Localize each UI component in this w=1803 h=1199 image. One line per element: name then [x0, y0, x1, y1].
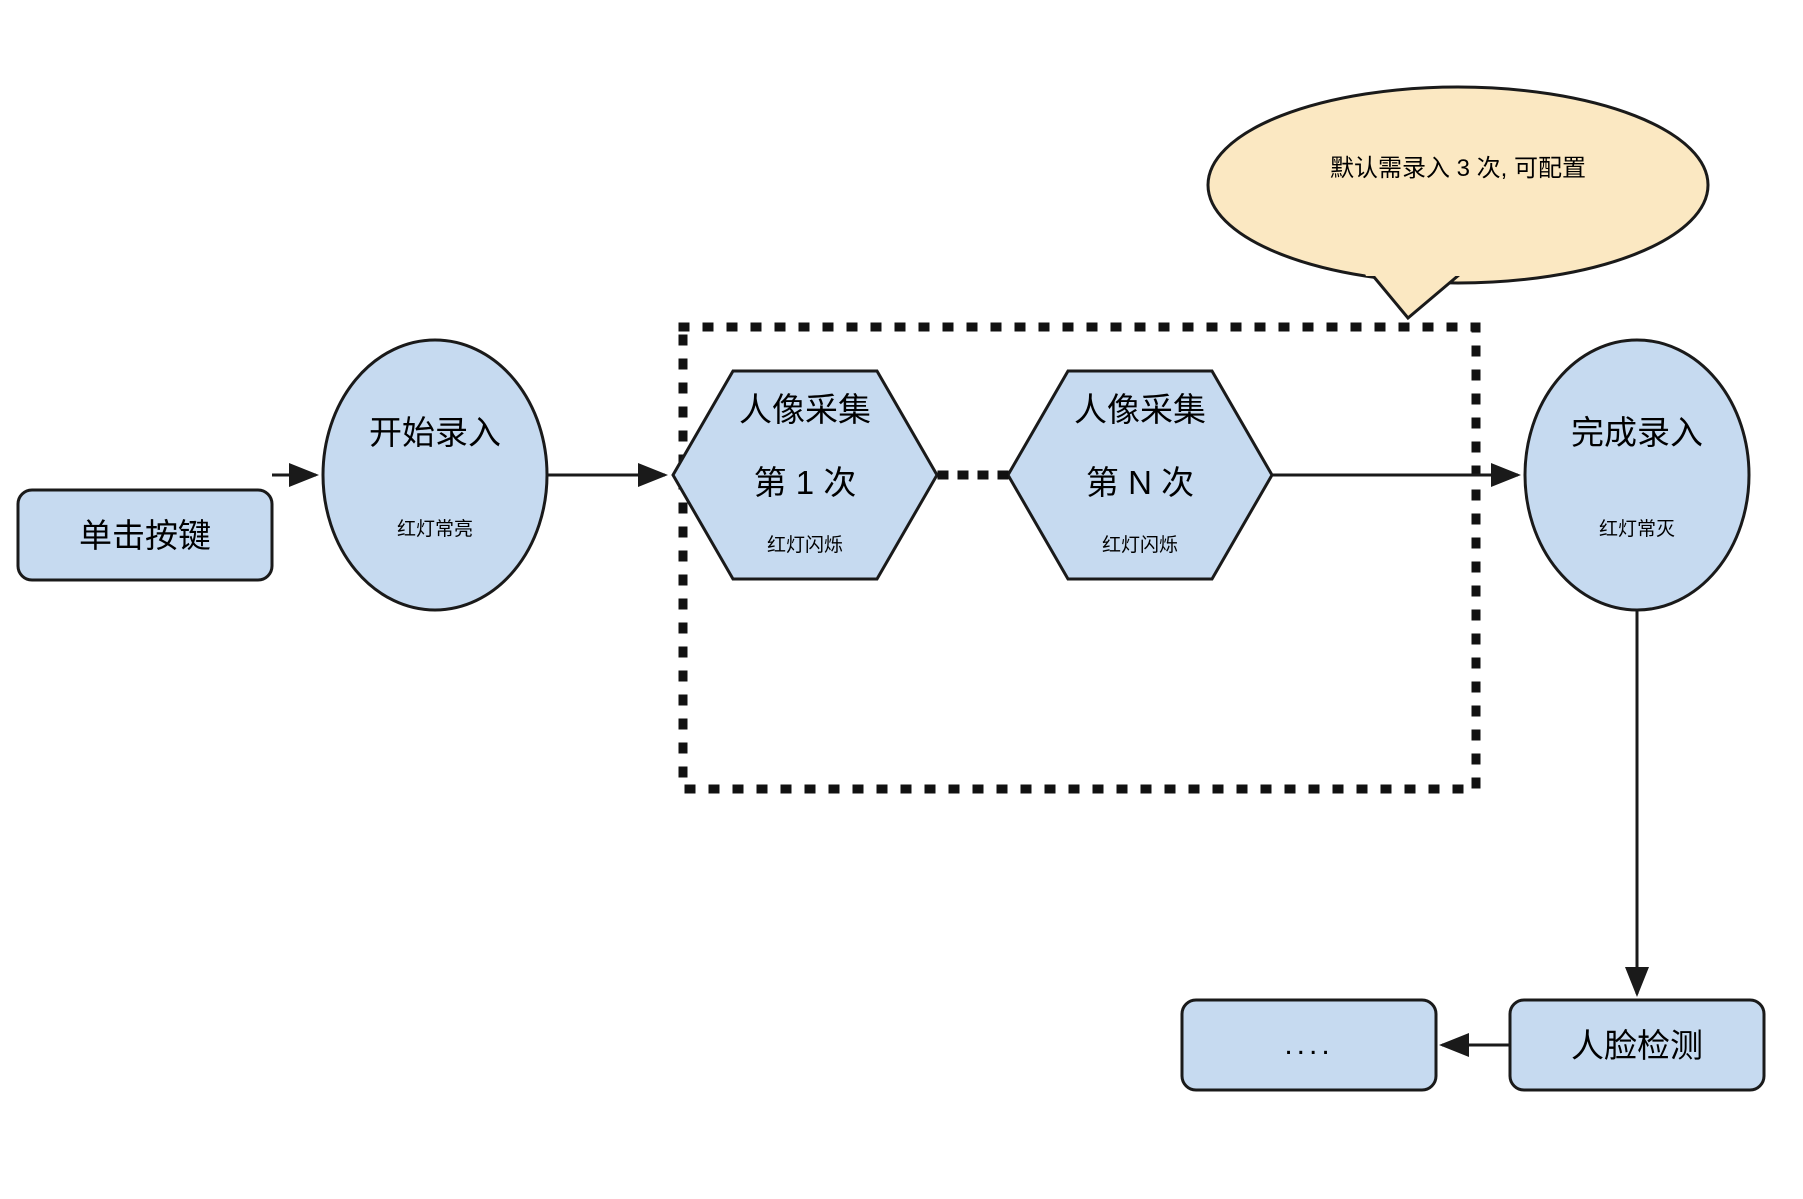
node-more-steps[interactable]	[1180, 998, 1438, 1092]
callout-tail	[1365, 267, 1471, 321]
node-face-detect[interactable]	[1508, 998, 1766, 1092]
capture-loop-group	[678, 322, 1481, 794]
node-click-key[interactable]	[16, 488, 274, 582]
node-capture-nth[interactable]	[1006, 369, 1274, 581]
node-start-enroll[interactable]	[321, 338, 549, 612]
callout-bubble	[1206, 85, 1710, 285]
node-capture-first[interactable]	[671, 369, 939, 581]
node-finish-enroll[interactable]	[1523, 338, 1751, 612]
callout-tail-cover	[1360, 262, 1476, 276]
